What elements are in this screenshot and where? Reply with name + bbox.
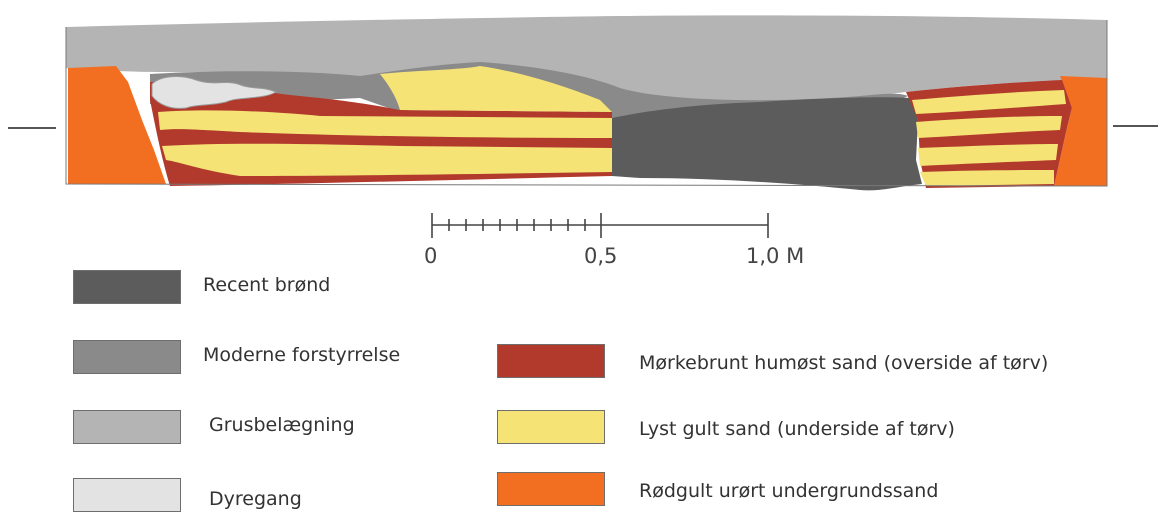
layer-animal-burrow	[151, 76, 278, 109]
legend-swatch-recent-well	[73, 270, 181, 304]
legend-swatch-gravel-surface	[73, 410, 181, 444]
legend-swatch-orange-undisturbed-sand	[497, 472, 605, 506]
legend-swatch-light-yellow-sand	[497, 410, 605, 444]
layer-light-yellow-left-3	[380, 66, 612, 112]
legend-swatch-dark-brown-sand	[497, 344, 605, 378]
legend-label-light-yellow-sand: Lyst gult sand (underside af tørv)	[639, 418, 955, 440]
scale-bar	[431, 213, 769, 238]
legend-label-modern-disturbance: Moderne forstyrrelse	[203, 344, 401, 366]
layer-light-yellow-right-2	[916, 116, 1062, 138]
layer-light-yellow-right-3	[918, 144, 1058, 166]
scale-label-half: 0,5	[584, 244, 618, 268]
layer-light-yellow-left-2	[162, 143, 612, 176]
layer-recent-well	[612, 97, 922, 191]
layer-modern-disturbance	[150, 62, 908, 150]
legend-swatch-animal-burrow	[73, 478, 181, 512]
scale-label-zero: 0	[424, 244, 438, 268]
layer-orange-undisturbed-right	[1054, 76, 1107, 186]
layer-light-yellow-left-1	[158, 110, 612, 138]
section-outline	[65, 20, 1108, 187]
legend-label-animal-burrow: Dyregang	[209, 488, 302, 510]
scale-label-one-meter: 1,0 M	[746, 244, 805, 268]
layer-light-yellow-right-1	[912, 90, 1066, 114]
layer-orange-undisturbed-left	[68, 66, 166, 184]
legend-label-gravel-surface: Grusbelægning	[209, 414, 355, 436]
legend-label-recent-well: Recent brønd	[203, 274, 331, 296]
layer-gravel-surface	[66, 15, 1107, 109]
layer-light-yellow-right-4	[920, 170, 1054, 186]
legend-label-dark-brown-sand: Mørkebrunt humøst sand (overside af tørv…	[639, 352, 1049, 374]
legend-label-orange-undisturbed-sand: Rødgult urørt undergrundssand	[639, 480, 939, 502]
legend-swatch-modern-disturbance	[73, 340, 181, 374]
